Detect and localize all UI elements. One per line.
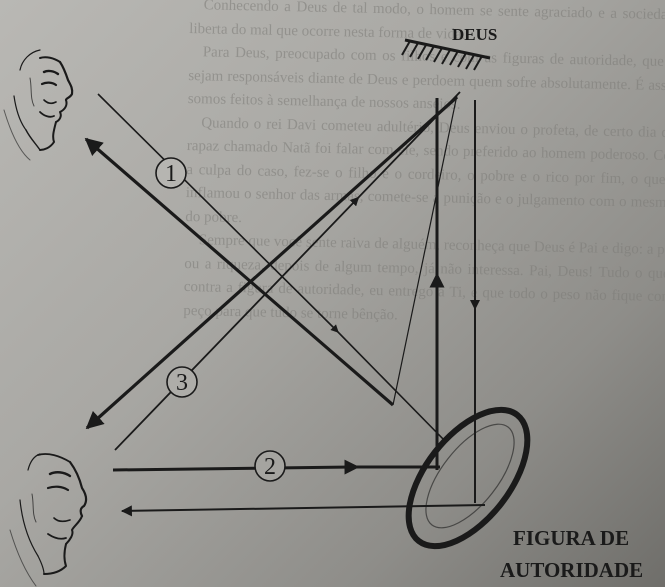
marker-1: 1 bbox=[155, 157, 187, 189]
marker-2-number: 2 bbox=[264, 454, 276, 480]
ray-1-return-origin bbox=[392, 94, 458, 406]
bottom-return-arrow bbox=[120, 504, 486, 517]
figura-label-line1: FIGURA DE bbox=[513, 526, 629, 550]
figura-label-line2: AUTORIDADE bbox=[500, 558, 643, 582]
upper-face-icon bbox=[3, 49, 74, 161]
ray-1-return-arrow bbox=[84, 137, 395, 407]
marker-3: 3 bbox=[166, 366, 198, 398]
marker-1-number: 1 bbox=[165, 161, 177, 187]
authority-ring-icon bbox=[405, 406, 531, 550]
marker-3-number: 3 bbox=[176, 370, 188, 396]
ray-2-horizontal bbox=[112, 459, 440, 475]
ray-3-ascending bbox=[114, 91, 461, 451]
lower-face-icon bbox=[9, 453, 88, 587]
ray-1-descending bbox=[97, 93, 447, 443]
marker-2: 2 bbox=[254, 450, 286, 482]
ray-3-return-arrow bbox=[85, 95, 459, 430]
deus-label: DEUS bbox=[452, 25, 497, 44]
deus-mirror-icon bbox=[401, 38, 491, 71]
